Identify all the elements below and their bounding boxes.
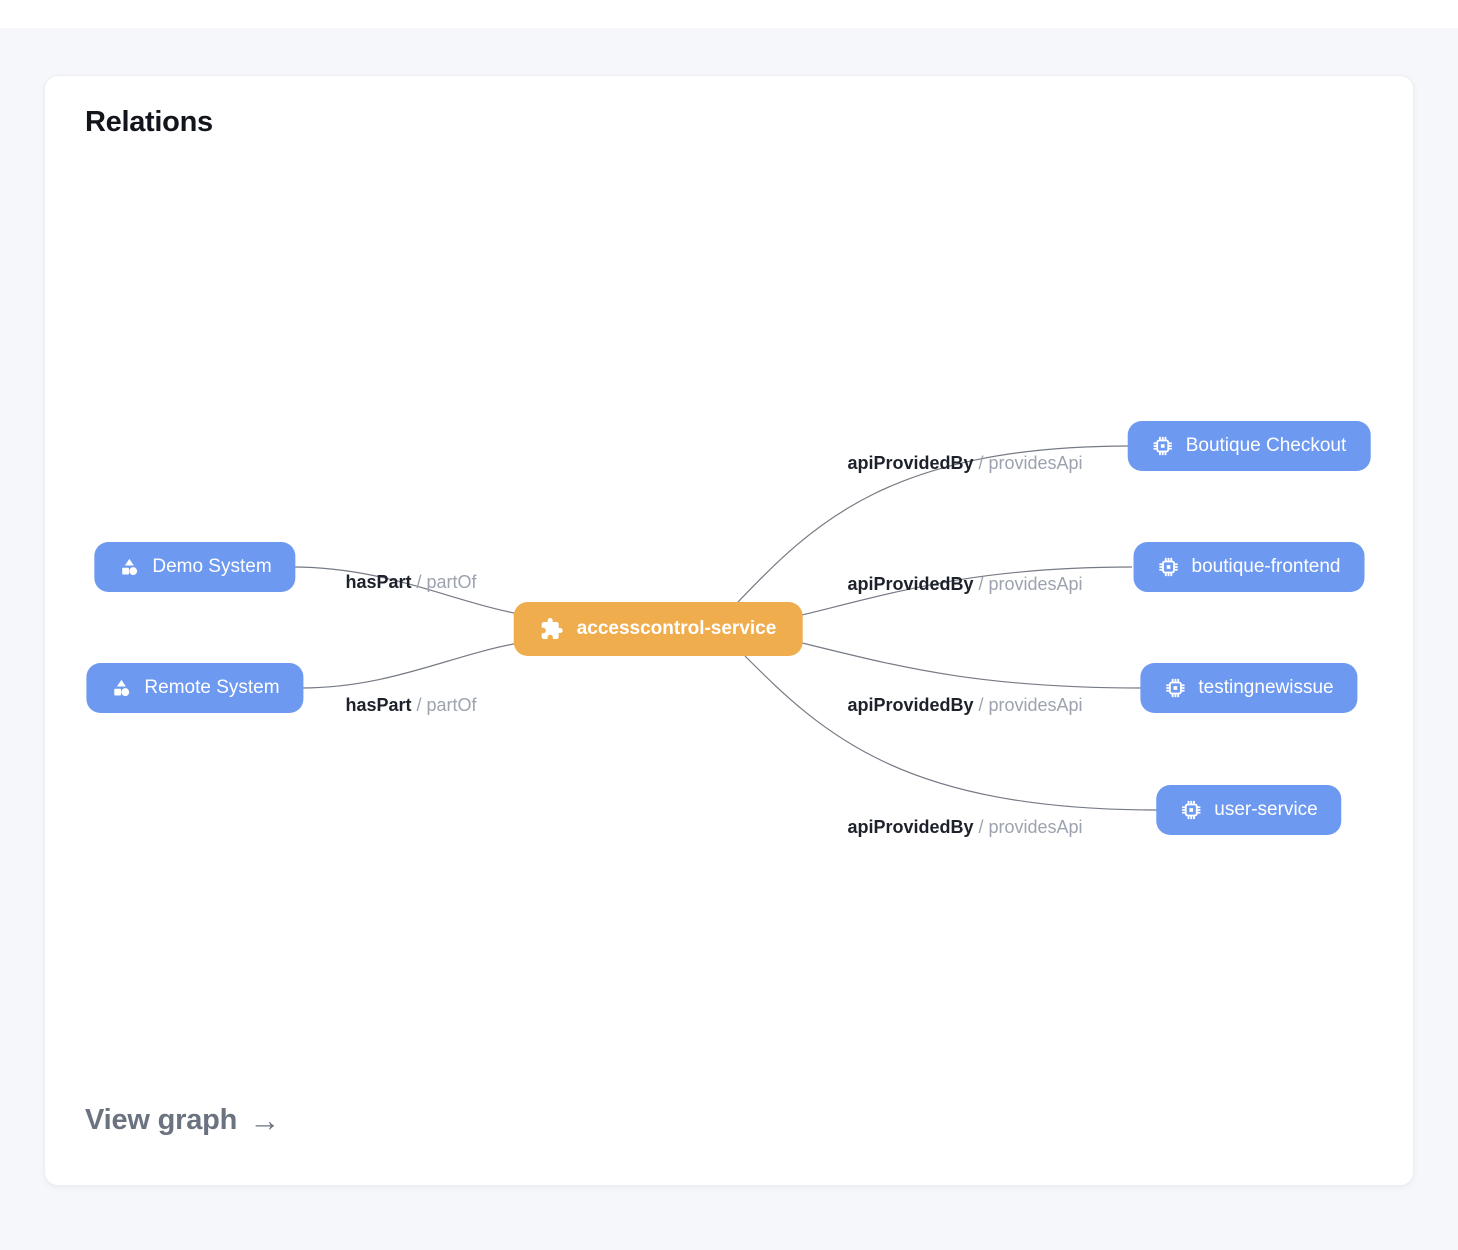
chip-icon xyxy=(1152,435,1174,457)
edge-boutique-frontend xyxy=(797,566,1133,617)
edge-label-apiprovidedby-3: apiProvidedBy / providesApi xyxy=(847,692,1082,718)
arrow-right-icon: → xyxy=(249,1103,280,1138)
edge-label-secondary: / partOf xyxy=(416,572,477,592)
view-graph-label: View graph xyxy=(85,1104,238,1136)
top-strip xyxy=(0,0,1458,28)
relations-card: Relations hasPart / partOf hasPart / par… xyxy=(44,75,1414,1186)
node-label: user-service xyxy=(1214,799,1318,820)
edge-remote-system xyxy=(300,642,520,689)
edge-boutique-checkout xyxy=(737,445,1131,603)
edge-label-primary: hasPart xyxy=(345,695,412,715)
node-label: testingnewissue xyxy=(1198,677,1334,698)
shapes-icon xyxy=(110,677,132,699)
node-label: Boutique Checkout xyxy=(1185,435,1347,456)
edge-label-primary: apiProvidedBy xyxy=(847,817,974,837)
edge-user-service xyxy=(744,655,1159,811)
node-label: accesscontrol-service xyxy=(576,618,777,639)
chip-icon xyxy=(1158,556,1180,578)
edge-label-apiprovidedby-4: apiProvidedBy / providesApi xyxy=(847,814,1082,840)
edge-label-secondary: / providesApi xyxy=(978,453,1083,473)
node-accesscontrol-service[interactable]: accesscontrol-service xyxy=(513,602,803,656)
node-demo-system[interactable]: Demo System xyxy=(94,542,296,592)
view-graph-link[interactable]: View graph → xyxy=(85,1104,280,1137)
node-user-service[interactable]: user-service xyxy=(1156,785,1342,835)
edge-label-primary: apiProvidedBy xyxy=(847,574,974,594)
edge-label-haspart-1: hasPart / partOf xyxy=(345,569,476,595)
relations-graph: hasPart / partOf hasPart / partOf apiPro… xyxy=(45,76,1413,1185)
edge-label-haspart-2: hasPart / partOf xyxy=(345,692,476,718)
edge-label-apiprovidedby-2: apiProvidedBy / providesApi xyxy=(847,571,1082,597)
puzzle-icon xyxy=(540,617,564,641)
page-title: Relations xyxy=(85,106,213,138)
edge-label-primary: apiProvidedBy xyxy=(847,453,974,473)
edge-label-apiprovidedby-1: apiProvidedBy / providesApi xyxy=(847,450,1082,476)
edge-label-secondary: / providesApi xyxy=(978,817,1083,837)
edge-label-primary: hasPart xyxy=(345,572,412,592)
node-label: boutique-frontend xyxy=(1191,556,1341,577)
node-boutique-frontend[interactable]: boutique-frontend xyxy=(1133,542,1365,592)
node-label: Demo System xyxy=(152,556,272,577)
edge-testingnewissue xyxy=(797,641,1142,689)
chip-icon xyxy=(1164,677,1186,699)
shapes-icon xyxy=(118,556,140,578)
edge-label-secondary: / providesApi xyxy=(978,574,1083,594)
node-boutique-checkout[interactable]: Boutique Checkout xyxy=(1127,421,1371,471)
node-testingnewissue[interactable]: testingnewissue xyxy=(1140,663,1358,713)
relation-edges xyxy=(291,445,1159,811)
edge-label-primary: apiProvidedBy xyxy=(847,695,974,715)
node-label: Remote System xyxy=(144,677,280,698)
edge-demo-system xyxy=(291,566,520,615)
edge-label-secondary: / providesApi xyxy=(978,695,1083,715)
edge-label-secondary: / partOf xyxy=(416,695,477,715)
node-remote-system[interactable]: Remote System xyxy=(86,663,304,713)
chip-icon xyxy=(1180,799,1202,821)
